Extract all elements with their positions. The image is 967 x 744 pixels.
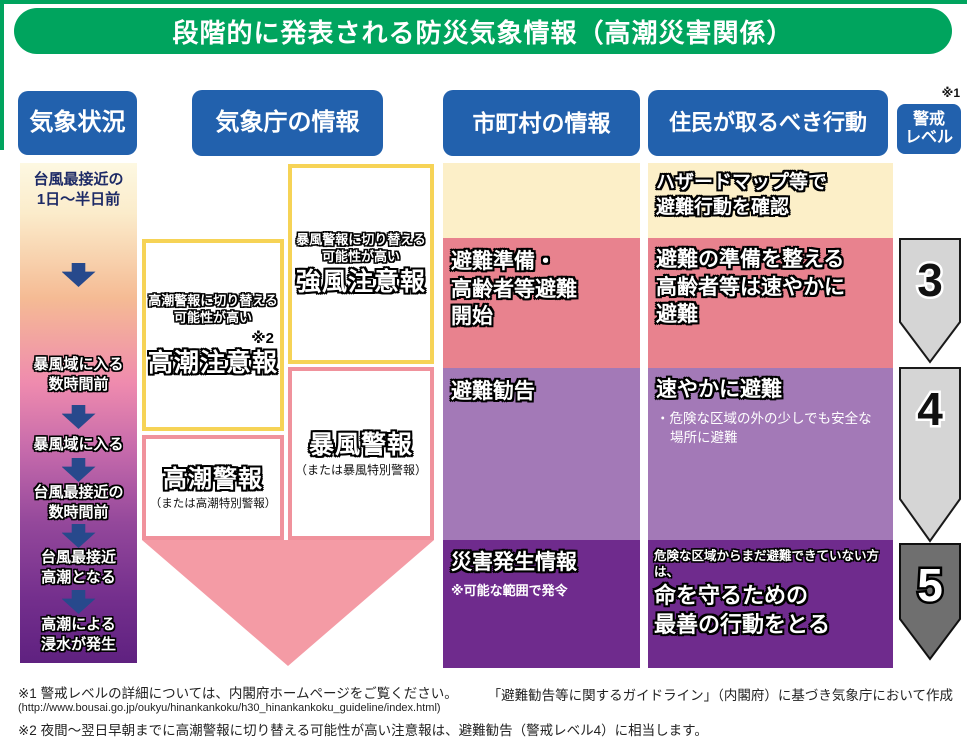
municipality-row-disaster-occurrence: 災害発生情報 ※可能な範囲で発令 <box>443 540 640 668</box>
residents-text: 避難の準備を整える 高齢者等は速やかに 避難 <box>656 248 845 327</box>
residents-text: 速やかに避難 <box>656 378 782 401</box>
alert-level-5-arrow: 5 <box>899 543 961 661</box>
residents-row-best-action: 危険な区域からまだ避難できていない方は、 命を守るための 最善の行動をとる <box>648 540 893 668</box>
warning-sub: （または暴風特別警報） <box>294 462 427 477</box>
municipality-text: 災害発生情報 <box>451 551 577 574</box>
advisory-title: 高潮注意報 <box>147 348 278 377</box>
municipality-row-cream <box>443 163 640 238</box>
down-arrow-icon <box>61 263 96 287</box>
warning-title: 高潮警報 <box>163 466 263 494</box>
residents-text: 命を守るための 最善の行動をとる <box>654 582 831 637</box>
alert-level-ref-mark: ※1 <box>941 86 960 100</box>
column-header-jma: 気象庁の情報 <box>192 90 383 156</box>
down-arrow-icon <box>61 590 96 614</box>
weather-step: 高潮による 浸水が発生 <box>40 616 116 654</box>
warning-box-storm-surge: 高潮警報 （または高潮特別警報） <box>142 435 284 540</box>
municipality-row-evacuation-advisory: 避難勧告 <box>443 368 640 540</box>
top-edge-line <box>0 0 967 4</box>
column-header-municipality: 市町村の情報 <box>443 90 640 156</box>
svg-text:4: 4 <box>917 383 943 435</box>
advisory-box-storm-surge: 高潮警報に切り替える 可能性が高い ※2 高潮注意報 <box>142 239 284 431</box>
weather-step: 台風最接近 高潮となる <box>40 549 116 587</box>
footnote-2: ※2 夜間～翌日早朝までに高潮警報に切り替える可能性が高い注意報は、避難勧告（警… <box>18 723 708 738</box>
down-arrow-icon <box>61 405 96 429</box>
warning-sub: （または高潮特別警報） <box>149 497 277 510</box>
svg-text:5: 5 <box>917 559 943 611</box>
column-header-weather: 気象状況 <box>18 91 137 155</box>
residents-lead: 危険な区域からまだ避難できていない方は、 <box>654 549 880 580</box>
warning-box-storm-wind: 暴風警報 （または暴風特別警報） <box>288 367 434 540</box>
footnote-1: ※1 警戒レベルの詳細については、内閣府ホームページをご覧ください。 <box>18 686 458 701</box>
residents-text: ハザードマップ等で 避難行動を確認 <box>656 172 828 219</box>
municipality-row-evacuation-prep: 避難準備・ 高齢者等避難 開始 <box>443 238 640 368</box>
municipality-text: 避難準備・ 高齢者等避難 開始 <box>451 250 577 329</box>
left-edge-line <box>0 0 4 150</box>
alert-level-4-arrow: 4 <box>899 367 961 543</box>
residents-row-check-hazard-map: ハザードマップ等で 避難行動を確認 <box>648 163 893 238</box>
weather-step: 暴風域に入る 数時間前 <box>33 356 124 394</box>
municipality-text: 避難勧告 <box>451 380 535 403</box>
advisory-title: 強風注意報 <box>295 267 426 296</box>
advisory-note: 暴風警報に切り替える 可能性が高い <box>296 231 426 264</box>
down-arrow-icon <box>61 458 96 482</box>
alert-level-3-arrow: 3 <box>899 238 961 364</box>
escalation-triangle <box>142 540 434 666</box>
footnote-credit: 「避難勧告等に関するガイドライン」（内閣府）に基づき気象庁において作成 <box>487 688 953 703</box>
svg-text:3: 3 <box>917 254 943 306</box>
residents-row-prepare-evacuation: 避難の準備を整える 高齢者等は速やかに 避難 <box>648 238 893 368</box>
down-arrow-icon <box>61 524 96 548</box>
column-header-alert-level: 警戒 レベル <box>897 104 961 154</box>
column-header-residents: 住民が取るべき行動 <box>648 90 888 156</box>
residents-row-evacuate-promptly: 速やかに避難 ・危険な区域の外の少しでも安全な場所に避難 <box>648 368 893 540</box>
advisory-ref-mark: ※2 <box>251 329 274 347</box>
advisory-box-strong-wind: 暴風警報に切り替える 可能性が高い 強風注意報 <box>288 164 434 364</box>
weather-step: 暴風域に入る <box>33 436 124 453</box>
weather-step: 台風最接近の 数時間前 <box>33 484 124 522</box>
page-title: 段階的に発表される防災気象情報（高潮災害関係） <box>14 8 952 54</box>
municipality-subtext: ※可能な範囲で発令 <box>451 582 568 598</box>
residents-detail: ・危険な区域の外の少しでも安全な場所に避難 <box>656 410 872 446</box>
warning-title: 暴風警報 <box>308 431 413 460</box>
advisory-note: 高潮警報に切り替える 可能性が高い <box>148 292 278 325</box>
weather-timeline-column: 台風最接近の 1日～半日前 暴風域に入る 数時間前 暴風域に入る 台風最接近の … <box>20 163 137 663</box>
weather-step: 台風最接近の 1日～半日前 <box>33 171 124 209</box>
footnote-url: (http://www.bousai.go.jp/oukyu/hinankank… <box>18 702 441 714</box>
